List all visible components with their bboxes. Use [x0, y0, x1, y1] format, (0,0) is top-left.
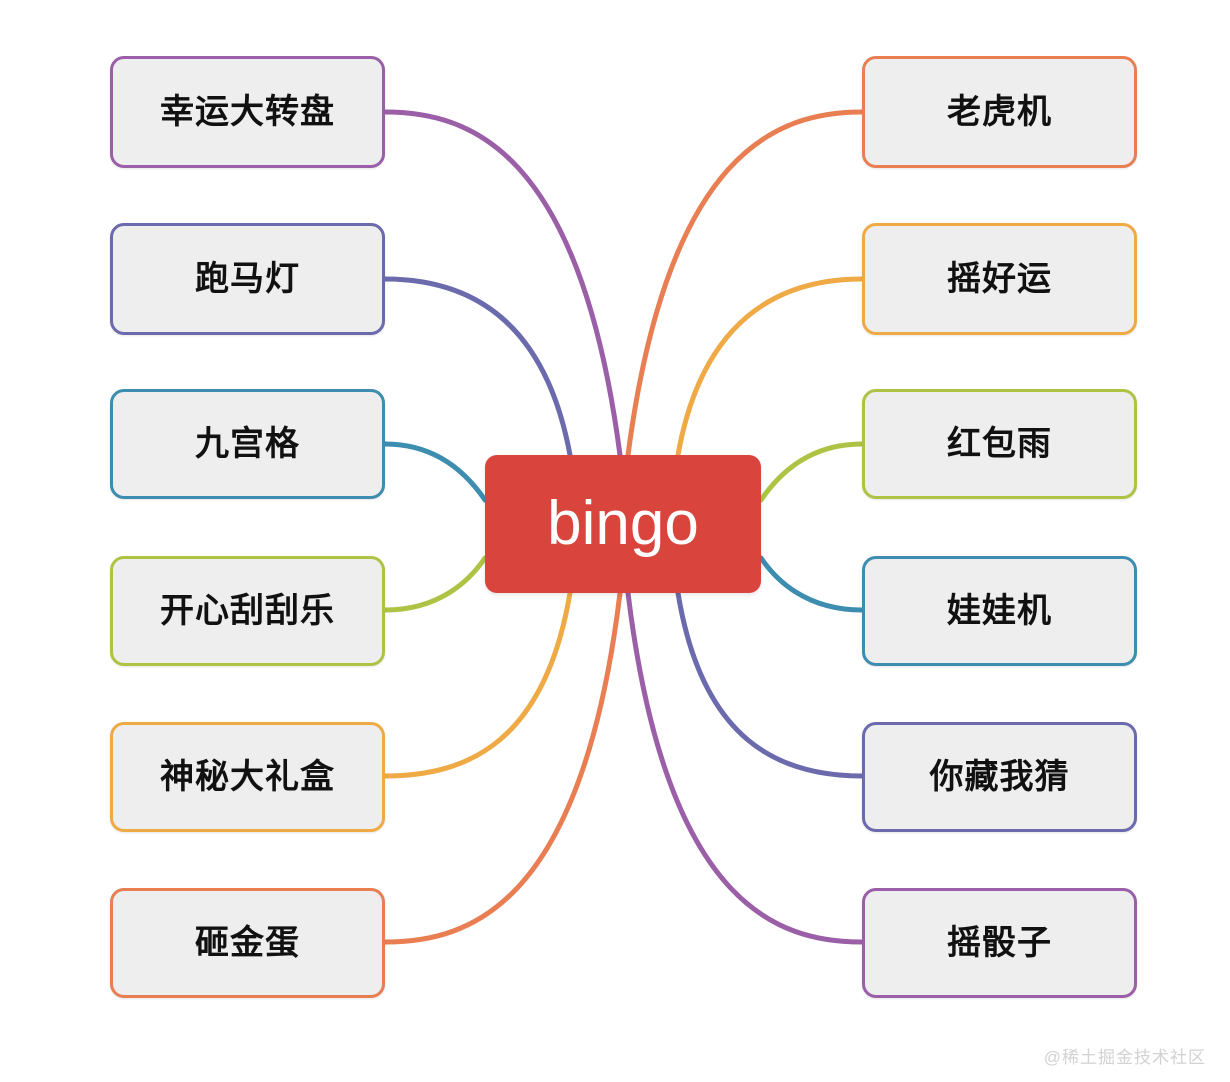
- edge-left-3: [382, 555, 488, 613]
- branch-node-label: 幸运大转盘: [160, 93, 335, 131]
- branch-node-label: 砸金蛋: [195, 924, 300, 962]
- edge-right-9: [758, 555, 865, 613]
- branch-node-label: 红包雨: [947, 425, 1052, 463]
- branch-node-label: 九宫格: [195, 425, 300, 463]
- branch-node-left-1[interactable]: 跑马灯: [110, 223, 385, 335]
- edge-right-6: [625, 109, 865, 458]
- branch-node-left-0[interactable]: 幸运大转盘: [110, 56, 385, 168]
- center-node-label: bingo: [547, 489, 699, 558]
- edge-left-5: [382, 590, 623, 945]
- edge-left-4: [382, 590, 573, 779]
- branch-node-right-10[interactable]: 你藏我猜: [862, 722, 1137, 832]
- branch-node-label: 你藏我猜: [929, 758, 1070, 796]
- branch-node-left-5[interactable]: 砸金蛋: [110, 888, 385, 998]
- branch-node-label: 神秘大礼盒: [160, 758, 335, 796]
- branch-node-label: 摇好运: [947, 260, 1052, 298]
- branch-node-right-9[interactable]: 娃娃机: [862, 556, 1137, 666]
- edge-left-0: [382, 109, 623, 458]
- branch-node-label: 开心刮刮乐: [160, 592, 335, 630]
- edge-right-10: [675, 590, 865, 779]
- watermark: @稀土掘金技术社区: [1043, 1048, 1206, 1067]
- branch-node-left-3[interactable]: 开心刮刮乐: [110, 556, 385, 666]
- branch-node-left-2[interactable]: 九宫格: [110, 389, 385, 499]
- center-node[interactable]: bingo: [485, 455, 761, 593]
- edge-left-2: [382, 441, 488, 503]
- branch-node-label: 老虎机: [947, 93, 1052, 131]
- edge-right-7: [675, 276, 865, 458]
- edge-right-11: [625, 590, 865, 945]
- branch-node-label: 摇骰子: [947, 924, 1052, 962]
- branch-node-label: 娃娃机: [947, 592, 1052, 630]
- branch-node-right-6[interactable]: 老虎机: [862, 56, 1137, 168]
- edge-right-8: [758, 441, 865, 503]
- branch-node-right-11[interactable]: 摇骰子: [862, 888, 1137, 998]
- edge-left-1: [382, 276, 573, 458]
- branch-node-right-8[interactable]: 红包雨: [862, 389, 1137, 499]
- branch-node-left-4[interactable]: 神秘大礼盒: [110, 722, 385, 832]
- branch-node-label: 跑马灯: [195, 260, 300, 298]
- branch-node-right-7[interactable]: 摇好运: [862, 223, 1137, 335]
